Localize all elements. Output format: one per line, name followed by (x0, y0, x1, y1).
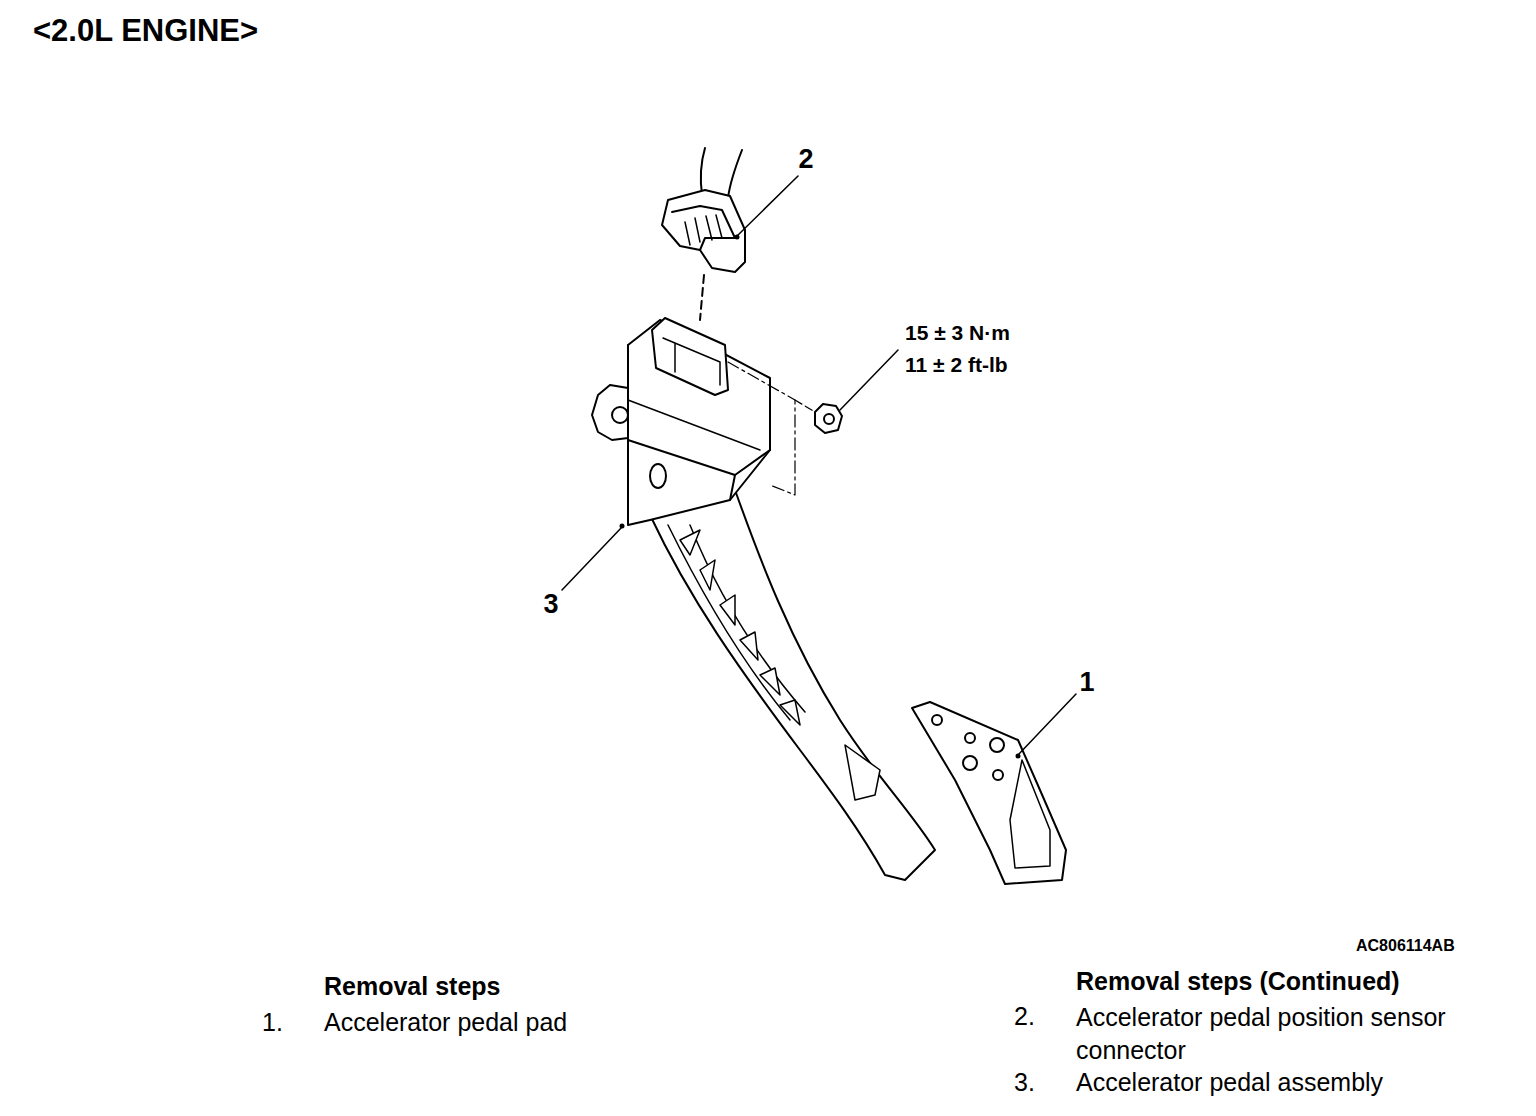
guide-line (728, 362, 795, 495)
list-heading: Removal steps (Continued) (1076, 966, 1400, 996)
leader-line (840, 350, 898, 410)
connector-pins (685, 215, 722, 245)
pedal-ribs (680, 530, 800, 725)
sensor-connector (672, 206, 735, 250)
pad-hole (993, 770, 1003, 780)
leader-dot (620, 524, 625, 529)
nut (824, 414, 834, 424)
sensor-connector (662, 190, 745, 272)
leader-dots (620, 235, 1021, 759)
step-number: 3. (1014, 1067, 1035, 1097)
page-title: <2.0L ENGINE> (33, 12, 258, 49)
pedal-arm (650, 490, 935, 880)
callout-number: 2 (798, 143, 813, 175)
pedal-pad (1010, 760, 1050, 868)
callout-number: 1 (1079, 666, 1094, 698)
pad-hole (990, 738, 1004, 752)
nut (815, 404, 842, 433)
pad-hole (932, 715, 942, 725)
leader-dot (1016, 754, 1021, 759)
torque-spec: 11 ± 2 ft-lb (905, 352, 1008, 377)
step-text: Accelerator pedal assembly (1076, 1067, 1383, 1097)
step-text: Accelerator pedal pad (324, 1007, 567, 1037)
leader-dot (735, 235, 740, 240)
step-number: 1. (262, 1007, 283, 1037)
figure-code: AC806114AB (1356, 936, 1455, 955)
leader-line (1018, 694, 1076, 755)
guide-line (700, 275, 704, 320)
guide-line (795, 400, 815, 412)
callout-number: 3 (543, 588, 558, 620)
housing-hole (650, 464, 666, 488)
step-text: Accelerator pedal position sensor connec… (1076, 1001, 1516, 1067)
pivot-bolt (612, 407, 628, 423)
housing-edge (628, 400, 760, 450)
pivot-bolt (592, 385, 628, 440)
pad-mount (845, 745, 880, 800)
pad-hole (963, 756, 977, 770)
leader-line (562, 527, 622, 590)
pedal-rib (668, 525, 805, 720)
connector-socket (663, 338, 720, 385)
list-heading: Removal steps (324, 971, 500, 1001)
step-number: 2. (1014, 1001, 1035, 1031)
connector-socket (652, 318, 728, 395)
leader-line (737, 176, 798, 236)
torque-spec: 15 ± 3 N·m (905, 320, 1010, 345)
pad-hole (965, 733, 975, 743)
